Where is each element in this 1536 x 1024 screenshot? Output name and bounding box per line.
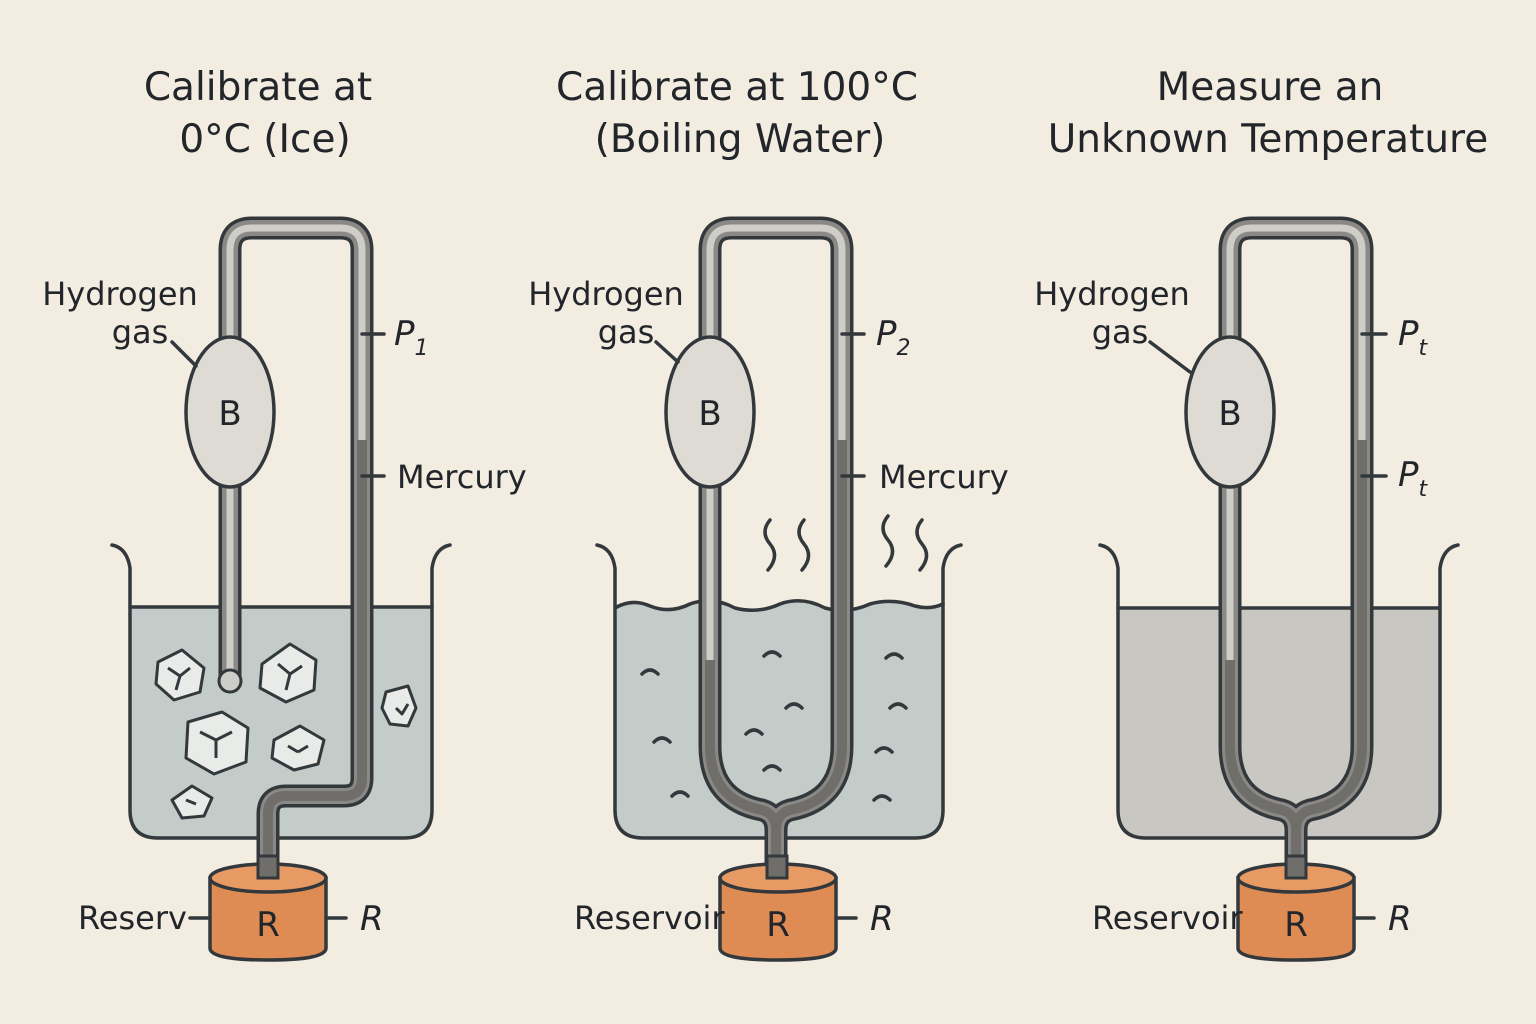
- unknown-reservoir-label: Reservoir: [1092, 899, 1243, 937]
- boil-reservoir-letter: R: [766, 905, 790, 945]
- ice-gas-label-line1: Hydrogen: [42, 275, 198, 313]
- boil-mercury-label: Mercury: [879, 458, 1009, 496]
- ice-reservoir-letter: R: [256, 905, 280, 945]
- ice-reservoir-side-label: R: [360, 899, 384, 939]
- unknown-pressure-label: Pt: [1398, 314, 1429, 361]
- ice-bulb-label: B: [218, 394, 241, 434]
- unknown-bulb-label: B: [1218, 394, 1241, 434]
- ice-mercury-column: [263, 440, 367, 870]
- boil-steam: [763, 514, 929, 572]
- ice-beaker: [110, 543, 452, 840]
- ice-reservoir-label: Reserv: [78, 899, 187, 937]
- boil-reservoir-label: Reservoir: [574, 899, 725, 937]
- boil-water-surface: [613, 599, 945, 612]
- boil-ripples: [640, 650, 908, 802]
- panel-unknown: Measure an Unknown Temperature B Hydroge…: [1034, 65, 1488, 962]
- boil-pressure-label: P2: [876, 314, 911, 361]
- unknown-beaker: [1098, 543, 1460, 840]
- unknown-mercury-column: [1225, 440, 1367, 870]
- boil-bulb-label: B: [698, 394, 721, 434]
- ice-gas-bulb: [184, 335, 276, 489]
- unknown-reservoir-side-label: R: [1388, 899, 1412, 939]
- ice-pressure-label: P1: [394, 314, 429, 361]
- boil-tube: [698, 216, 854, 870]
- boil-mercury-column: [705, 440, 847, 870]
- boil-reservoir-side-label: R: [870, 899, 894, 939]
- ice-reservoir: [208, 854, 328, 962]
- unknown-reservoir: [1236, 854, 1356, 962]
- boil-water: [615, 600, 943, 838]
- unknown-gas-label-line2: gas: [1092, 313, 1149, 351]
- panel-boil-title-line2: (Boiling Water): [595, 117, 886, 162]
- panel-ice: Calibrate at 0°C (Ice): [42, 65, 527, 962]
- boil-gas-bulb: [664, 335, 756, 489]
- boil-gas-leader: [654, 340, 680, 364]
- boil-gas-label-line2: gas: [598, 313, 655, 351]
- unknown-gas-leader: [1148, 340, 1192, 374]
- unknown-pressure2-label: Pt: [1398, 455, 1429, 502]
- boil-reservoir: [718, 854, 838, 962]
- panel-boil: Calibrate at 100°C (Boiling Water): [528, 65, 1009, 962]
- ice-cubes: [154, 642, 418, 820]
- ice-gas-leader: [170, 340, 198, 368]
- unknown-reservoir-letter: R: [1284, 905, 1308, 945]
- panel-ice-title-line2: 0°C (Ice): [179, 117, 350, 162]
- ice-gas-label-line2: gas: [112, 313, 169, 351]
- panel-unknown-title-line1: Measure an: [1157, 65, 1384, 110]
- ice-tube: [217, 216, 374, 870]
- boil-gas-label-line1: Hydrogen: [528, 275, 684, 313]
- unknown-gas-label-line1: Hydrogen: [1034, 275, 1190, 313]
- panel-ice-title-line1: Calibrate at: [144, 65, 372, 110]
- panel-unknown-title-line2: Unknown Temperature: [1048, 117, 1488, 162]
- panel-boil-title-line1: Calibrate at 100°C: [556, 65, 918, 110]
- unknown-gas-bulb: [1184, 335, 1276, 489]
- ice-mercury-label: Mercury: [397, 458, 527, 496]
- unknown-tube: [1218, 216, 1374, 870]
